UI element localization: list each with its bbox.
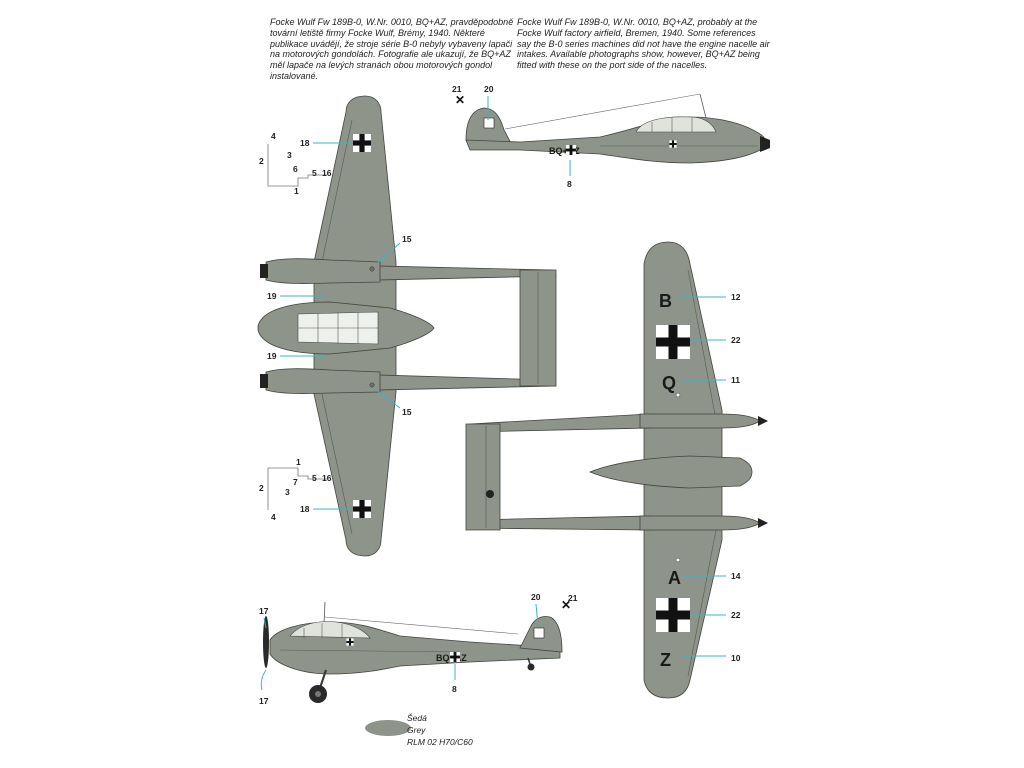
callout-18-label: 18 xyxy=(300,504,310,514)
caption-line: publikace uvádějí, že stroje série B-0 n… xyxy=(270,38,513,49)
wing-letter-b: B xyxy=(659,291,672,311)
caption-line: fitted with these on the port side of th… xyxy=(517,60,708,71)
callout-5-label: 5 xyxy=(312,168,317,178)
callout-15-label: 15 xyxy=(402,234,412,244)
caption-line: Focke Wulf Fw 189B-0, W.Nr. 0010, BQ+AZ,… xyxy=(270,17,514,27)
caption-line: tovární letiště firmy Focke Wulf, Brémy,… xyxy=(270,27,485,38)
callout-18-label: 18 xyxy=(300,138,310,148)
callout-20-label: 20 xyxy=(531,592,541,602)
engine-nacelle xyxy=(639,413,761,429)
bottom-view-callouts: 12 22 11 14 22 10 xyxy=(680,292,741,663)
propeller xyxy=(263,616,269,668)
antenna-wire xyxy=(324,616,519,635)
registration-text: BQ+AZ xyxy=(549,146,580,156)
callout-3-label: 3 xyxy=(285,487,290,497)
callout-21-label: 21 xyxy=(568,593,578,603)
wing-letter-q: Q xyxy=(662,373,676,393)
stencil-diagram-upper: 4 2 3 6 5 16 1 xyxy=(259,131,332,196)
callout-11-label: 11 xyxy=(731,375,740,385)
callout-12-label: 12 xyxy=(731,292,741,302)
caption-line: instalované. xyxy=(270,70,319,81)
caption-line: intakes. Available photographs show, how… xyxy=(517,49,760,60)
caption-line: Focke Wulf Fw 189B-0, W.Nr. 0010, BQ+AZ,… xyxy=(517,17,758,27)
callout-14-label: 14 xyxy=(731,571,741,581)
callout-17-label: 17 xyxy=(259,696,269,706)
spinner xyxy=(260,374,268,388)
canopy xyxy=(289,621,371,639)
fuselage xyxy=(465,116,766,164)
spinner xyxy=(760,136,770,152)
callout-22-label: 22 xyxy=(731,610,741,620)
spinner xyxy=(758,416,768,426)
callout-17-label: 17 xyxy=(259,606,269,616)
wing-letter-a: A xyxy=(668,568,681,588)
legend-code: RLM 02 H70/C60 xyxy=(407,737,473,747)
side-view-lower: BQ+AZ xyxy=(263,601,563,703)
legend-name-czech: Šedá xyxy=(407,713,427,723)
callout-16-label: 16 xyxy=(322,168,332,178)
callout-4-label: 4 xyxy=(271,131,276,141)
close-x-icon: ✕ xyxy=(561,598,571,612)
top-view xyxy=(257,95,557,557)
callout-21-label: 21 xyxy=(452,84,462,94)
color-legend: Šedá Grey RLM 02 H70/C60 xyxy=(365,713,473,747)
tailplane xyxy=(465,423,501,531)
legend-name-english: Grey xyxy=(407,725,426,735)
stencil-diagram-lower: 1 7 5 16 2 3 4 xyxy=(259,457,332,522)
color-swatch xyxy=(365,720,411,736)
callout-2-label: 2 xyxy=(259,156,264,166)
bottom-view: B Q A Z xyxy=(465,241,768,699)
caption-line: měl lapače na levých stranách obou motor… xyxy=(270,60,493,71)
callout-6-label: 6 xyxy=(293,164,298,174)
side-view-upper-callouts: 21 ✕ 20 8 xyxy=(452,84,572,189)
spinner xyxy=(260,264,268,278)
engine-nacelle xyxy=(265,258,381,284)
callout-19-label: 19 xyxy=(267,351,277,361)
caption-czech: Focke Wulf Fw 189B-0, W.Nr. 0010, BQ+AZ,… xyxy=(270,17,520,82)
close-x-icon: ✕ xyxy=(455,93,465,107)
callout-8-label: 8 xyxy=(567,179,572,189)
callout-16-label: 16 xyxy=(322,473,332,483)
callout-10-label: 10 xyxy=(731,653,741,663)
callout-7-label: 7 xyxy=(293,477,298,487)
callout-20-label: 20 xyxy=(484,84,494,94)
antenna-wire xyxy=(504,93,701,130)
spinner xyxy=(758,518,768,528)
callout-2-label: 2 xyxy=(259,483,264,493)
tail-wheel xyxy=(527,663,535,671)
callout-19-label: 19 xyxy=(267,291,277,301)
caption-line: Focke Wulf factory airfield, Bremen, 194… xyxy=(517,27,756,38)
callout-8-label: 8 xyxy=(452,684,457,694)
side-view-lower-callouts: 17 17 8 20 ✕ 21 xyxy=(259,592,578,706)
crew-gondola xyxy=(588,455,753,489)
callout-15-label: 15 xyxy=(402,407,412,417)
wing-letter-z: Z xyxy=(660,650,671,670)
caption-english: Focke Wulf Fw 189B-0, W.Nr. 0010, BQ+AZ,… xyxy=(517,17,770,71)
callout-4-label: 4 xyxy=(271,512,276,522)
side-view-upper: BQ+AZ xyxy=(465,93,770,164)
callout-1-label: 1 xyxy=(294,186,299,196)
caption-line: say the B-0 series machines did not have… xyxy=(517,38,770,49)
callout-1-label: 1 xyxy=(296,457,301,467)
canopy xyxy=(635,116,717,133)
engine-nacelle xyxy=(265,368,381,394)
caption-line: na motorových gondolách. Fotografie ale … xyxy=(270,49,511,60)
callout-3-label: 3 xyxy=(287,150,292,160)
engine-nacelle xyxy=(639,515,761,531)
top-view-callouts: 18 15 19 19 15 18 xyxy=(267,138,412,514)
callout-5-label: 5 xyxy=(312,473,317,483)
callout-22-label: 22 xyxy=(731,335,741,345)
